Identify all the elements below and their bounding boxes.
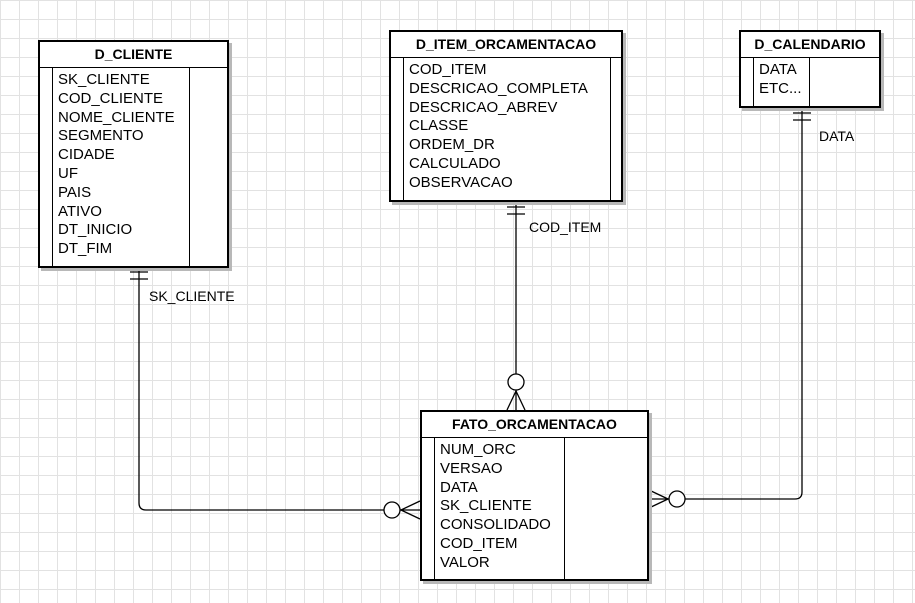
field: CONSOLIDADO [440,516,551,534]
entity-title: D_CALENDARIO [741,32,879,58]
crow-foot-calendario-bot [648,498,669,509]
relationship-label-data: DATA [819,128,855,144]
crow-foot-item-right [515,390,526,411]
field: CLASSE [409,117,469,135]
crow-foot-cliente-bot [400,509,421,520]
attribute-type-column [564,438,647,579]
entity-title: D_ITEM_ORCAMENTACAO [391,32,621,58]
field-list: COD_ITEM DESCRICAO_COMPLETA DESCRICAO_AB… [409,61,588,193]
field: ORDEM_DR [409,136,495,154]
entity-d-calendario[interactable]: D_CALENDARIO DATA ETC... [739,30,881,108]
field: VALOR [440,553,490,571]
zero-circle-item [507,373,525,391]
field: COD_ITEM [409,61,487,78]
zero-circle-calendario [668,490,686,508]
key-column [741,58,754,106]
field: ETC... [759,79,802,97]
field: SK_CLIENTE [440,497,532,515]
field: CALCULADO [409,154,501,172]
field: SEGMENTO [58,127,144,145]
relationship-label-sk-cliente: SK_CLIENTE [149,288,235,304]
field: OBSERVACAO [409,173,513,191]
relationship-label-cod-item: COD_ITEM [529,219,602,235]
key-column [422,438,435,579]
field: NOME_CLIENTE [58,108,175,126]
field: DESCRICAO_ABREV [409,98,558,116]
crow-foot-item-left [506,390,517,411]
field: DATA [440,478,478,496]
attribute-type-column [809,58,879,106]
connector-calendario-fato [649,108,803,500]
entity-d-cliente[interactable]: D_CLIENTE SK_CLIENTE COD_CLIENTE NOME_CL… [38,40,229,268]
field: VERSAO [440,459,503,477]
field: CIDADE [58,146,115,164]
crow-foot-cliente-top [400,500,421,511]
field-list: DATA ETC... [759,61,802,99]
field-list: NUM_ORC VERSAO DATA SK_CLIENTE CONSOLIDA… [440,441,551,573]
field: DT_INICIO [58,221,133,239]
field: ATIVO [58,202,102,220]
field: NUM_ORC [440,441,516,458]
field: DATA [759,61,797,78]
key-column [40,68,53,266]
field: SK_CLIENTE [58,71,150,88]
entity-fato-orcamentacao[interactable]: FATO_ORCAMENTACAO NUM_ORC VERSAO DATA SK… [420,410,649,581]
zero-circle-cliente [383,501,401,519]
crow-foot-calendario-top [648,489,669,500]
entity-d-item-orcamentacao[interactable]: D_ITEM_ORCAMENTACAO COD_ITEM DESCRICAO_C… [389,30,623,202]
field: DESCRICAO_COMPLETA [409,79,588,97]
field-list: SK_CLIENTE COD_CLIENTE NOME_CLIENTE SEGM… [58,71,175,259]
connector-cliente-fato [138,268,420,511]
attribute-type-column [189,68,227,266]
field: DT_FIM [58,240,113,258]
field: PAIS [58,183,92,201]
field: COD_CLIENTE [58,89,164,107]
attribute-type-column [610,58,621,200]
key-column [391,58,404,200]
entity-title: FATO_ORCAMENTACAO [422,412,647,438]
entity-title: D_CLIENTE [40,42,227,68]
field: COD_ITEM [440,534,518,552]
field: UF [58,164,78,182]
